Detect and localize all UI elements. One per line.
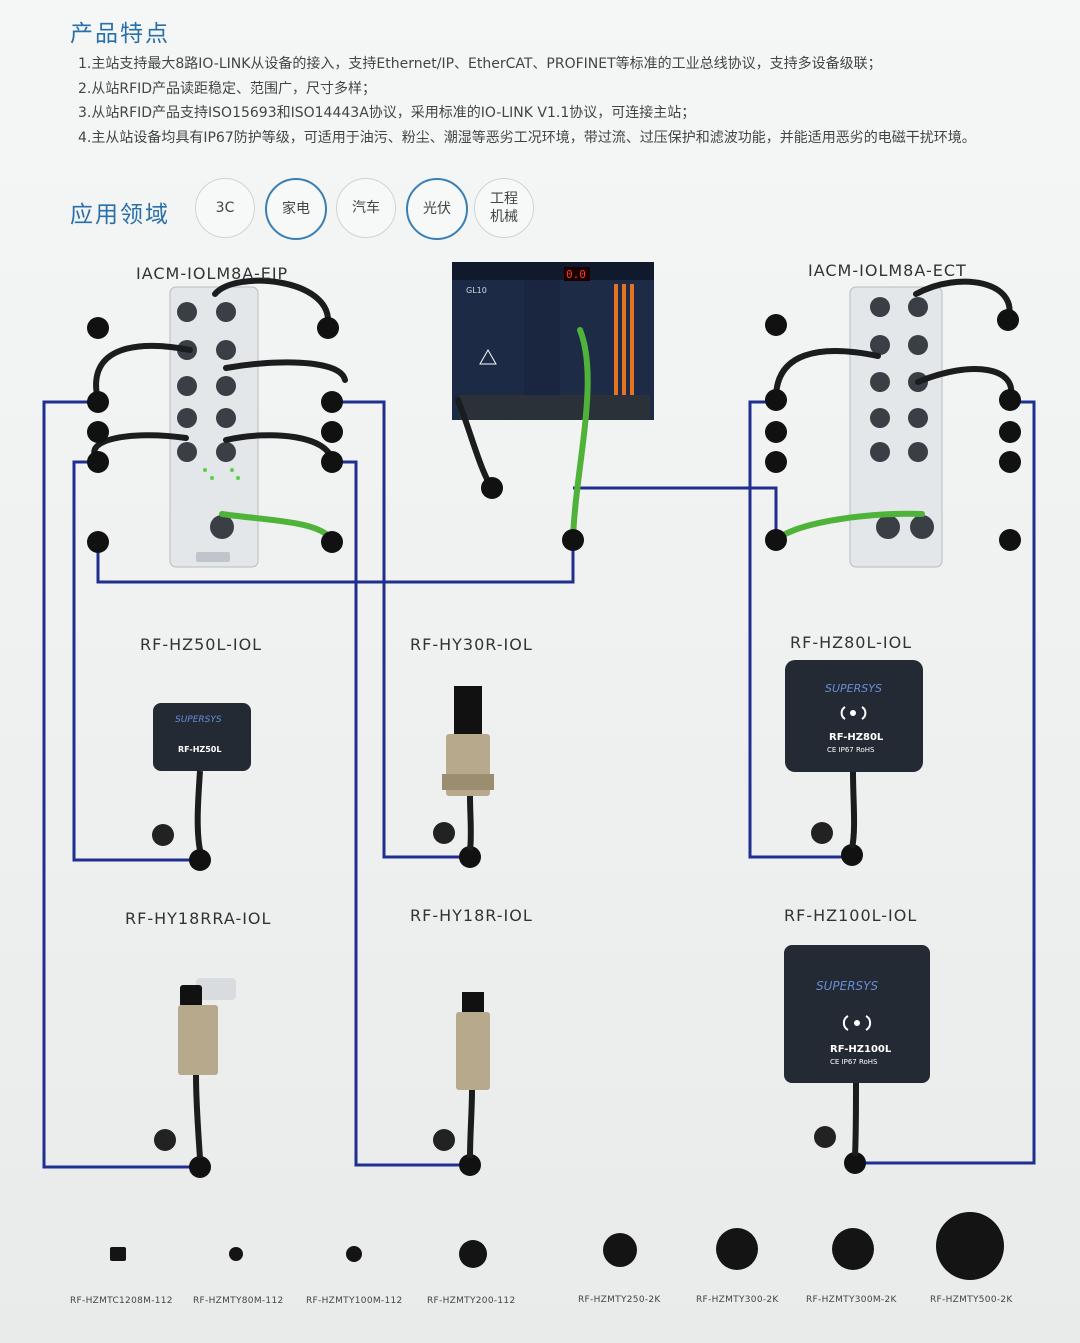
io-link-badges bbox=[152, 822, 836, 1151]
reader-hy30r bbox=[442, 686, 494, 851]
left-master-label: IACM-IOLM8A-EIP bbox=[136, 264, 289, 283]
tag-label: RF-HZMTC1208M-112 bbox=[70, 1296, 173, 1306]
reader-label-hy30r: RF-HY30R-IOL bbox=[410, 635, 533, 654]
application-chip-machinery: 工程机械 bbox=[474, 178, 534, 238]
application-chip-3c: 3C bbox=[195, 178, 255, 238]
tag-label: RF-HZMTY80M-112 bbox=[193, 1296, 284, 1306]
hz80l-brand: SUPERSYS bbox=[825, 682, 882, 695]
reader-hz80l bbox=[785, 660, 923, 849]
reader-label-hz80l: RF-HZ80L-IOL bbox=[790, 633, 913, 652]
reader-hy18r bbox=[456, 992, 490, 1159]
board-grommets bbox=[87, 309, 1021, 1178]
feature-item: 1.主站支持最大8路IO-LINK从设备的接入，支持Ethernet/IP、Et… bbox=[78, 56, 882, 72]
hz100l-model: RF-HZ100L bbox=[830, 1044, 892, 1055]
feature-item: 3.从站RFID产品支持ISO15693和ISO14443A协议，采用标准的IO… bbox=[78, 105, 696, 121]
tag-label: RF-HZMTY300-2K bbox=[696, 1295, 779, 1305]
application-chip-auto: 汽车 bbox=[336, 178, 396, 238]
tag-label: RF-HZMTY200-112 bbox=[427, 1296, 516, 1306]
reader-label-hy18r: RF-HY18R-IOL bbox=[410, 906, 533, 925]
tag-label: RF-HZMTY300M-2K bbox=[806, 1295, 897, 1305]
application-chip-pv: 光伏 bbox=[406, 178, 468, 240]
tag-label: RF-HZMTY500-2K bbox=[930, 1295, 1013, 1305]
left-io-link-master bbox=[169, 286, 259, 568]
plc-display: 0.0 bbox=[566, 268, 586, 281]
hz80l-model: RF-HZ80L bbox=[829, 732, 884, 743]
hz80l-cert: CE IP67 RoHS bbox=[827, 746, 875, 754]
reader-label-hz50l: RF-HZ50L-IOL bbox=[140, 635, 263, 654]
reader-label-hy18rra: RF-HY18RRA-IOL bbox=[125, 909, 272, 928]
features-title: 产品特点 bbox=[70, 21, 170, 47]
hz50l-model: RF-HZ50L bbox=[178, 745, 221, 754]
right-io-link-master bbox=[849, 286, 943, 568]
plc-controller bbox=[452, 262, 654, 420]
application-chip-appliance: 家电 bbox=[265, 178, 327, 240]
applications-title: 应用领域 bbox=[70, 202, 170, 228]
reader-hy18rra bbox=[178, 978, 236, 1159]
hz100l-cert: CE IP67 RoHS bbox=[830, 1058, 878, 1066]
reader-hz50l bbox=[153, 703, 251, 851]
tag-label: RF-HZMTY100M-112 bbox=[306, 1296, 403, 1306]
features-list: 1.主站支持最大8路IO-LINK从设备的接入，支持Ethernet/IP、Et… bbox=[78, 52, 1068, 150]
feature-item: 2.从站RFID产品读距稳定、范围广，尺寸多样； bbox=[78, 80, 377, 97]
right-master-label: IACM-IOLM8A-ECT bbox=[808, 261, 967, 280]
rfid-tags bbox=[110, 1212, 1004, 1280]
reader-hz100l bbox=[784, 945, 930, 1157]
hz100l-brand: SUPERSYS bbox=[816, 979, 879, 993]
plc-model-label: GL10 bbox=[466, 286, 487, 295]
reader-label-hz100l: RF-HZ100L-IOL bbox=[784, 906, 918, 925]
feature-item: 4.主从站设备均具有IP67防护等级，可适用于油污、粉尘、潮湿等恶劣工况环境，带… bbox=[78, 129, 976, 146]
tag-label: RF-HZMTY250-2K bbox=[578, 1295, 661, 1305]
signal-wires bbox=[42, 400, 1036, 1169]
hz50l-brand: SUPERSYS bbox=[175, 715, 222, 725]
